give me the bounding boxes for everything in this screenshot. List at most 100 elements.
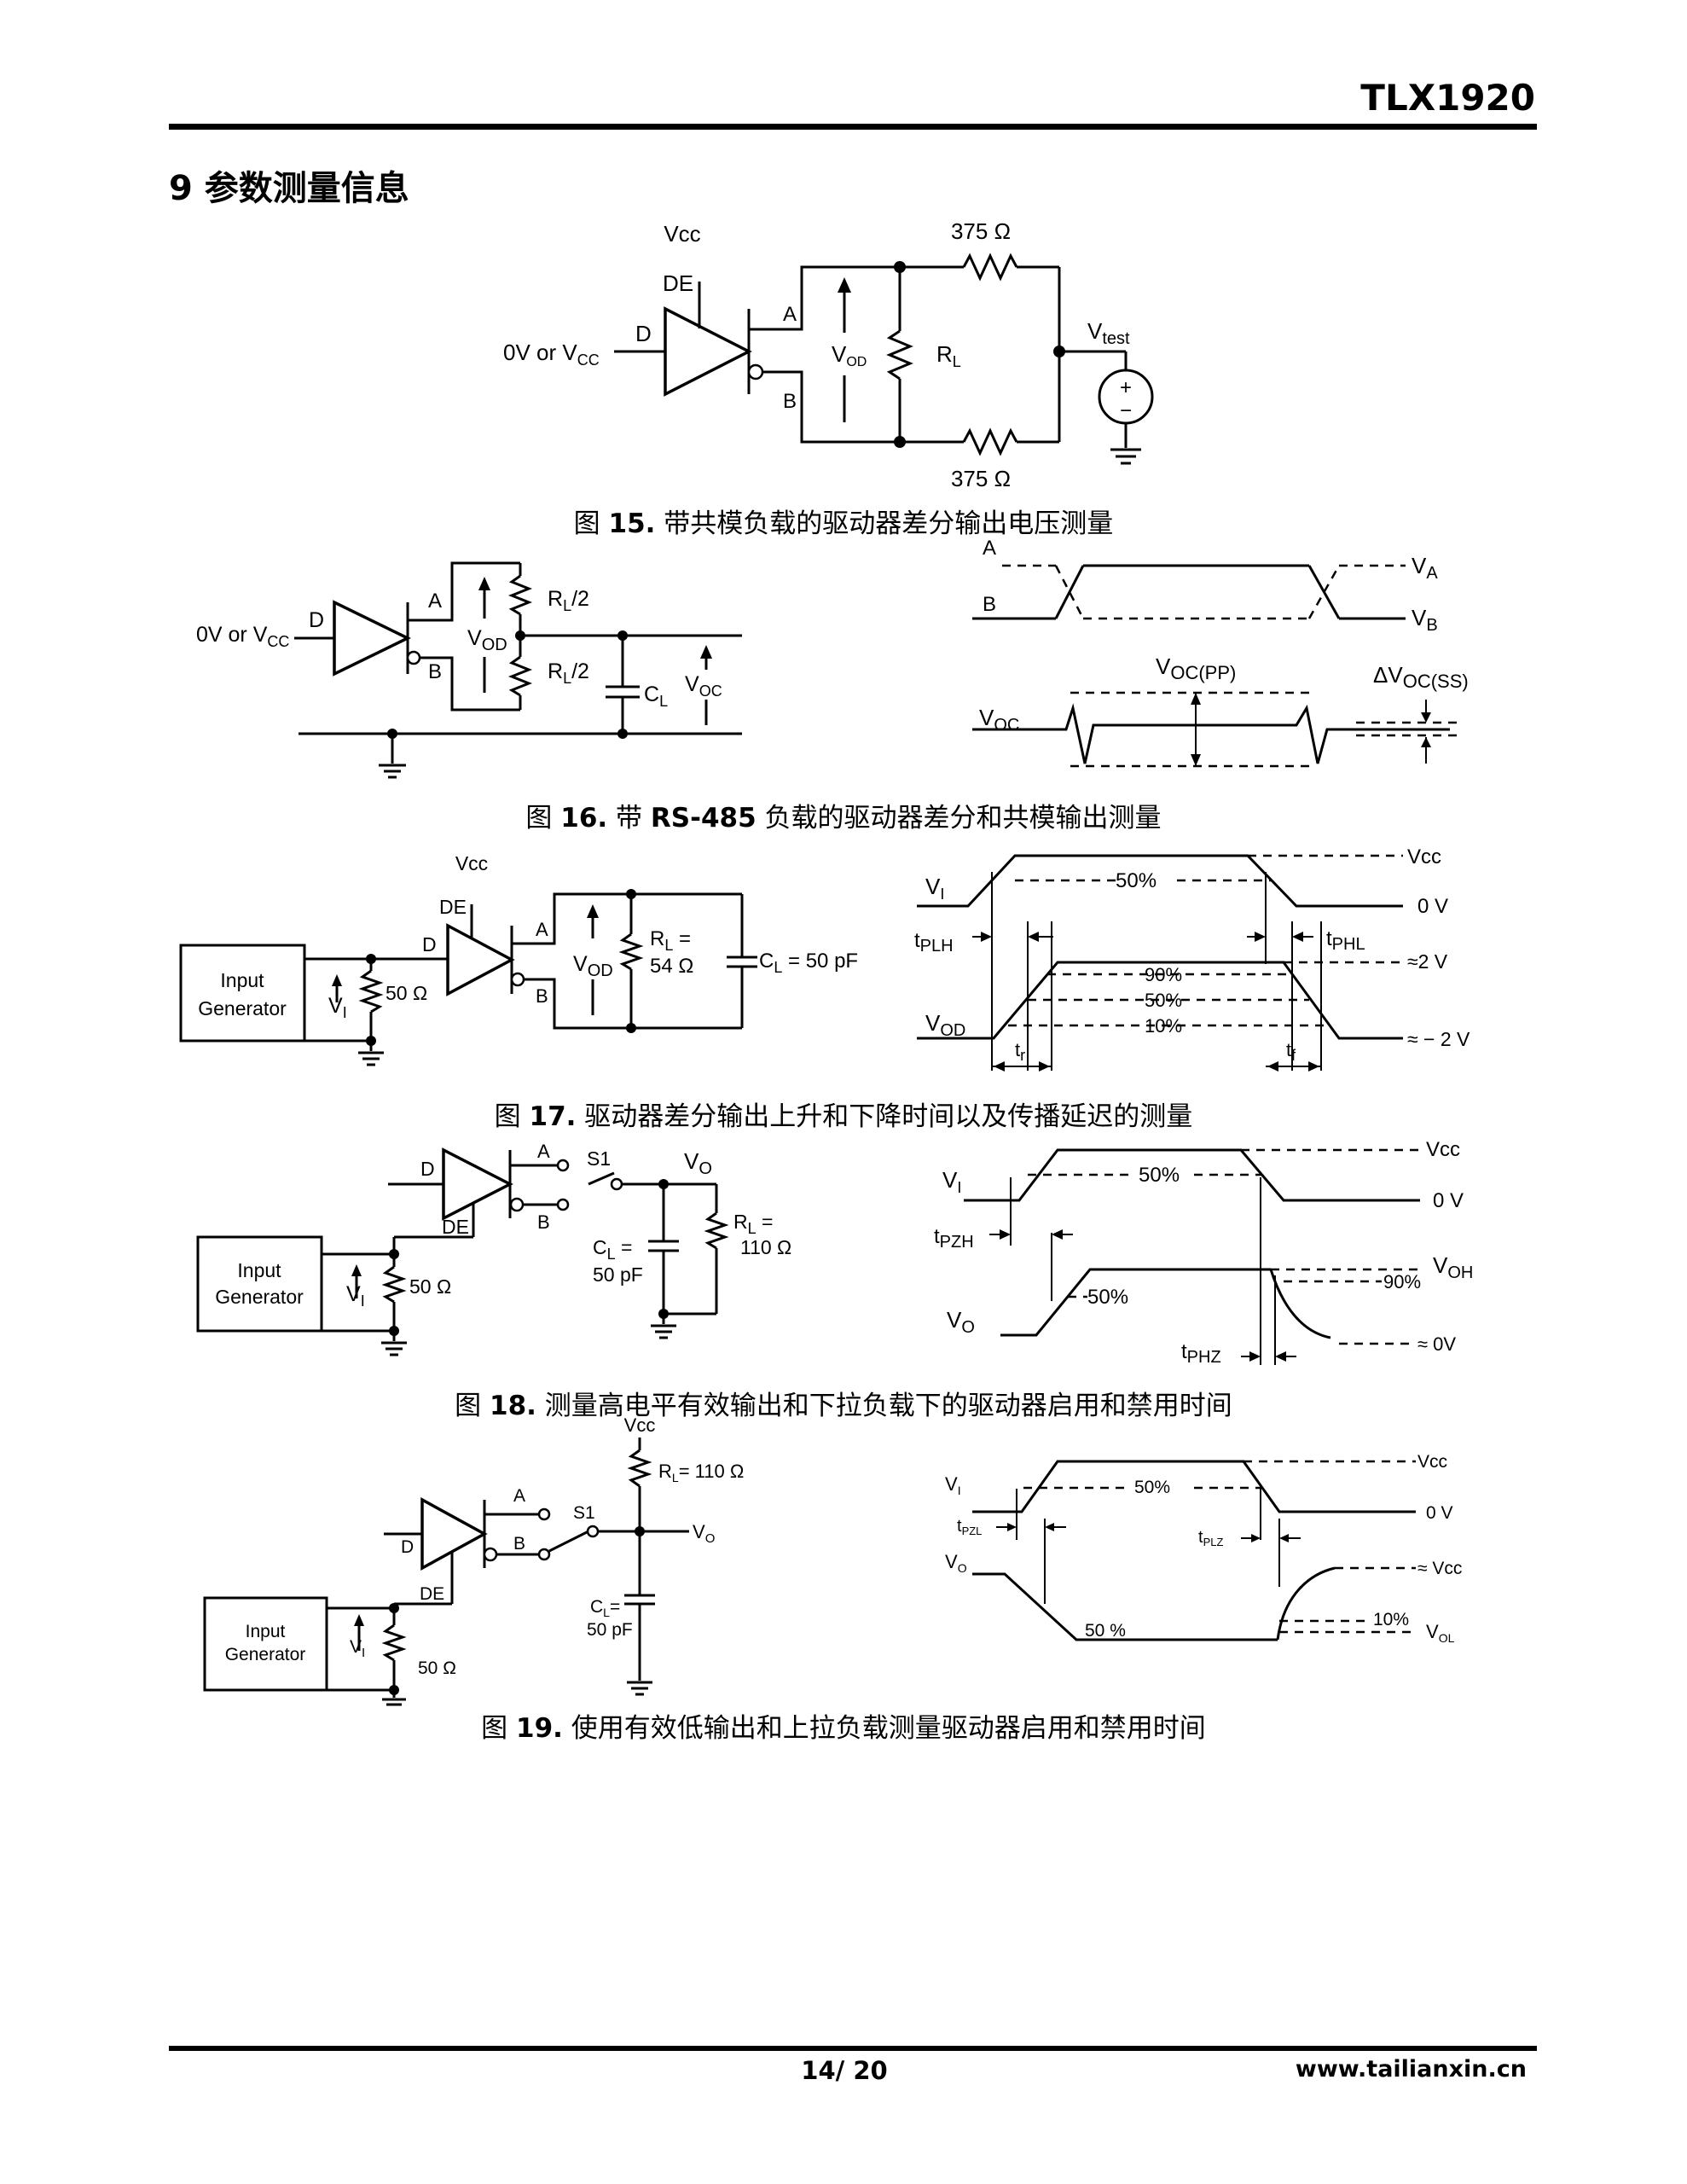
fig15-b-label: B xyxy=(783,390,797,413)
fig19-wave-vi-label: VI xyxy=(945,1473,961,1497)
fig19-vcc2-label: ≈ Vcc xyxy=(1417,1559,1462,1578)
fig16-voc-label: VOC xyxy=(685,672,722,700)
fig18-tphz-label: tPHZ xyxy=(1181,1340,1221,1367)
fig19-tplz-label: tPLZ xyxy=(1198,1528,1223,1548)
fig18-cl-value: 50 pF xyxy=(593,1263,643,1286)
fig17-waveform xyxy=(917,854,1403,1072)
fig18-90pct-label: 90% xyxy=(1383,1271,1421,1292)
fig17-tphl-label: tPHL xyxy=(1326,927,1365,954)
fig19-waveform xyxy=(972,1460,1416,1641)
fig17-de-label: DE xyxy=(439,896,467,918)
fig17-tplh-label: tPLH xyxy=(914,929,954,956)
figure-19-caption: 图 19. 使用有效低输出和上拉负载测量驱动器启用和禁用时间 xyxy=(481,1713,1206,1744)
fig17-tr-label: tr xyxy=(1015,1039,1025,1064)
fig17-vcc-label: Vcc xyxy=(455,852,488,874)
fig16-input-label: 0V or VCC xyxy=(196,623,289,650)
figure-17-caption: 图 17. 驱动器差分输出上升和下降时间以及传播延迟的测量 xyxy=(494,1101,1193,1132)
header-rule xyxy=(169,124,1537,130)
fig16-circuit xyxy=(294,561,742,779)
fig16-dvoc-label: ΔVOC(SS) xyxy=(1373,662,1469,692)
fig19-de-label: DE xyxy=(420,1584,444,1604)
fig18-de-label: DE xyxy=(442,1216,469,1238)
document-title: TLX1920 xyxy=(1360,77,1535,119)
fig15-rl-label: RL xyxy=(936,341,961,370)
fig19-tpzl-label: tPZL xyxy=(957,1517,982,1537)
figure-15-caption: 图 15. 带共模负载的驱动器差分输出电压测量 xyxy=(573,508,1114,539)
fig15-plus: + xyxy=(1120,376,1132,399)
fig17-d-label: D xyxy=(422,933,437,956)
fig19-gen-line2: Generator xyxy=(225,1645,306,1664)
fig18-b-label: B xyxy=(537,1211,550,1233)
fig18-wave-vo-label: VO xyxy=(947,1307,975,1337)
figure-18-schematic: D A B DE S1 VO Input Generator VI 50 Ω C… xyxy=(196,1138,1473,1367)
fig19-s1-label: S1 xyxy=(573,1503,595,1523)
fig16-va-label: VA xyxy=(1412,553,1438,583)
fig19-cl-value: 50 pF xyxy=(587,1620,633,1640)
footer-url: www.tailianxin.cn xyxy=(1295,2056,1527,2082)
fig16-d-label: D xyxy=(309,608,324,632)
fig16-wave-b-label: B xyxy=(983,593,996,616)
fig18-voh-label: VOH xyxy=(1433,1252,1473,1282)
fig18-rl-value: 110 Ω xyxy=(740,1236,791,1258)
fig19-wave-vo-label: VO xyxy=(945,1551,967,1575)
fig18-d-label: D xyxy=(420,1158,435,1180)
fig16-waveform xyxy=(972,564,1458,768)
fig15-driver xyxy=(614,282,764,397)
fig17-a-label: A xyxy=(536,919,548,940)
fig16-wave-a-label: A xyxy=(983,537,996,560)
fig18-vo-label: VO xyxy=(684,1148,712,1178)
fig19-10pct-label: 10% xyxy=(1373,1610,1409,1629)
fig19-wave-0v-label: 0 V xyxy=(1426,1503,1453,1523)
fig18-50pct-label: 50% xyxy=(1139,1164,1180,1187)
fig18-wave-vi-label: VI xyxy=(942,1167,961,1196)
fig18-wave-vcc-label: Vcc xyxy=(1426,1138,1460,1161)
fig18-circuit xyxy=(196,1147,729,1356)
fig17-50pct-b-label: 50% xyxy=(1145,990,1182,1011)
page-number: 14/ 20 xyxy=(801,2056,888,2085)
fig18-gen-line2: Generator xyxy=(215,1286,304,1308)
figure-18-caption: 图 18. 测量高电平有效输出和下拉负载下的驱动器启用和禁用时间 xyxy=(455,1391,1232,1421)
section-title: 9 参数测量信息 xyxy=(169,169,409,208)
figure-16-schematic: 0V or VCC D A B VOD RL/2 RL/2 CL VOC A B… xyxy=(196,537,1469,779)
fig17-gen-line1: Input xyxy=(220,969,264,991)
figure-15-schematic: Vcc DE D 0V or VCC A B VOD RL 375 Ω 375 … xyxy=(503,218,1154,491)
fig15-de-label: DE xyxy=(663,270,693,296)
fig17-cl-label: CL = 50 pF xyxy=(759,950,858,976)
fig17-wave-vi-label: VI xyxy=(925,874,944,903)
fig16-b-label: B xyxy=(428,660,442,683)
fig16-vod-label: VOD xyxy=(467,626,507,654)
fig17-r50-label: 50 Ω xyxy=(386,982,427,1004)
fig18-cl-label: CL = xyxy=(593,1236,632,1263)
fig17-rl-label: RL = xyxy=(650,927,691,954)
fig16-cl-label: CL xyxy=(644,682,668,710)
figure-19-schematic: Vcc RL= 110 Ω A B S1 VO D DE CL= 50 pF I… xyxy=(203,1414,1462,1706)
fig18-vi-label: VI xyxy=(346,1282,365,1310)
fig19-vi-label: VI xyxy=(350,1637,365,1660)
fig19-r50-label: 50 Ω xyxy=(418,1658,456,1678)
fig19-circuit xyxy=(203,1438,689,1706)
fig19-vo-label: VO xyxy=(693,1521,715,1546)
fig17-vod-label: VOD xyxy=(573,952,613,980)
fig18-r50-label: 50 Ω xyxy=(409,1275,451,1298)
fig17-wave-vod-label: VOD xyxy=(925,1010,965,1040)
fig17-tf-label: tf xyxy=(1286,1039,1296,1064)
fig17-90pct-label: 90% xyxy=(1145,964,1182,985)
fig19-wave-vcc-label: Vcc xyxy=(1417,1452,1447,1472)
fig19-gen-line1: Input xyxy=(246,1622,286,1641)
fig18-rl-label: RL = xyxy=(733,1211,773,1237)
fig17-50pct-label: 50% xyxy=(1116,869,1157,892)
fig16-voc-wave-label: VOC xyxy=(979,705,1019,735)
fig15-r-bottom-label: 375 Ω xyxy=(951,466,1011,491)
fig17-10pct-label: 10% xyxy=(1145,1015,1182,1037)
fig19-rl-label: RL= 110 Ω xyxy=(658,1461,744,1484)
fig19-50pct-label: 50% xyxy=(1134,1478,1170,1497)
fig18-tpzh-label: tPZH xyxy=(934,1225,974,1252)
fig17-circuit xyxy=(179,889,757,1066)
fig15-wiring xyxy=(749,253,1154,465)
fig18-a-label: A xyxy=(537,1141,550,1162)
fig16-a-label: A xyxy=(428,590,442,613)
fig17-wave-vcc-label: Vcc xyxy=(1407,845,1441,868)
fig19-50pct-b-label: 50 % xyxy=(1085,1621,1126,1641)
fig19-d-label: D xyxy=(401,1537,414,1557)
fig17-2v-label: ≈2 V xyxy=(1407,950,1448,973)
